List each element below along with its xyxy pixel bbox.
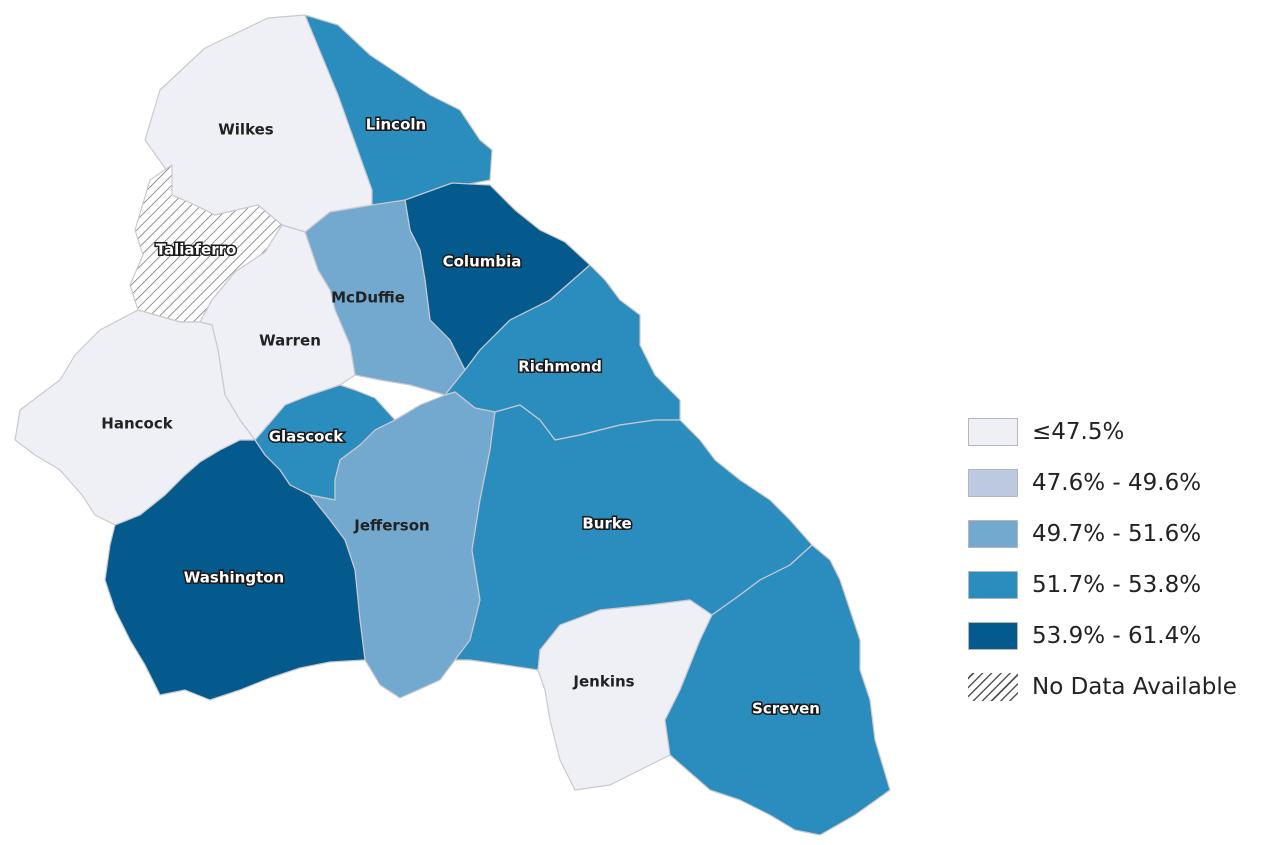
- legend-swatch: [968, 672, 1018, 701]
- county-label-jenkins: Jenkins: [572, 673, 634, 691]
- legend-item: 53.9% - 61.4%: [968, 610, 1278, 661]
- county-label-jefferson: Jefferson: [353, 517, 429, 535]
- county-label-wilkes: Wilkes: [218, 121, 274, 139]
- county-label-warren: Warren: [259, 332, 321, 350]
- county-label-mcduffie: McDuffie: [331, 289, 405, 307]
- county-label-columbia: Columbia: [443, 253, 522, 271]
- county-label-lincoln: Lincoln: [366, 116, 426, 134]
- county-label-screven: Screven: [752, 700, 820, 718]
- legend-swatch: [968, 417, 1018, 446]
- legend-label: 47.6% - 49.6%: [1032, 469, 1202, 496]
- legend-label: 49.7% - 51.6%: [1032, 520, 1202, 547]
- county-label-burke: Burke: [582, 515, 631, 533]
- county-label-hancock: Hancock: [101, 415, 173, 433]
- county-label-washington: Washington: [184, 569, 284, 587]
- legend-label: 51.7% - 53.8%: [1032, 571, 1202, 598]
- legend-label: No Data Available: [1032, 673, 1237, 700]
- legend-swatch: [968, 519, 1018, 548]
- legend-swatch: [968, 570, 1018, 599]
- legend-label: ≤47.5%: [1032, 418, 1125, 445]
- legend-item: No Data Available: [968, 661, 1278, 712]
- county-screven: [664, 544, 891, 836]
- legend-swatch: [968, 468, 1018, 497]
- county-label-glascock: Glascock: [269, 428, 345, 446]
- county-jefferson: [309, 391, 496, 699]
- county-label-richmond: Richmond: [518, 358, 602, 376]
- legend-swatch: [968, 621, 1018, 650]
- legend-item: ≤47.5%: [968, 406, 1278, 457]
- legend-item: 51.7% - 53.8%: [968, 559, 1278, 610]
- county-label-taliaferro: Taliaferro: [156, 241, 237, 259]
- county-washington: [104, 439, 366, 701]
- legend-label: 53.9% - 61.4%: [1032, 622, 1202, 649]
- county-lincoln: [304, 14, 493, 206]
- legend-item: 47.6% - 49.6%: [968, 457, 1278, 508]
- legend-item: 49.7% - 51.6%: [968, 508, 1278, 559]
- map-legend: ≤47.5% 47.6% - 49.6% 49.7% - 51.6% 51.7% - …: [968, 406, 1278, 712]
